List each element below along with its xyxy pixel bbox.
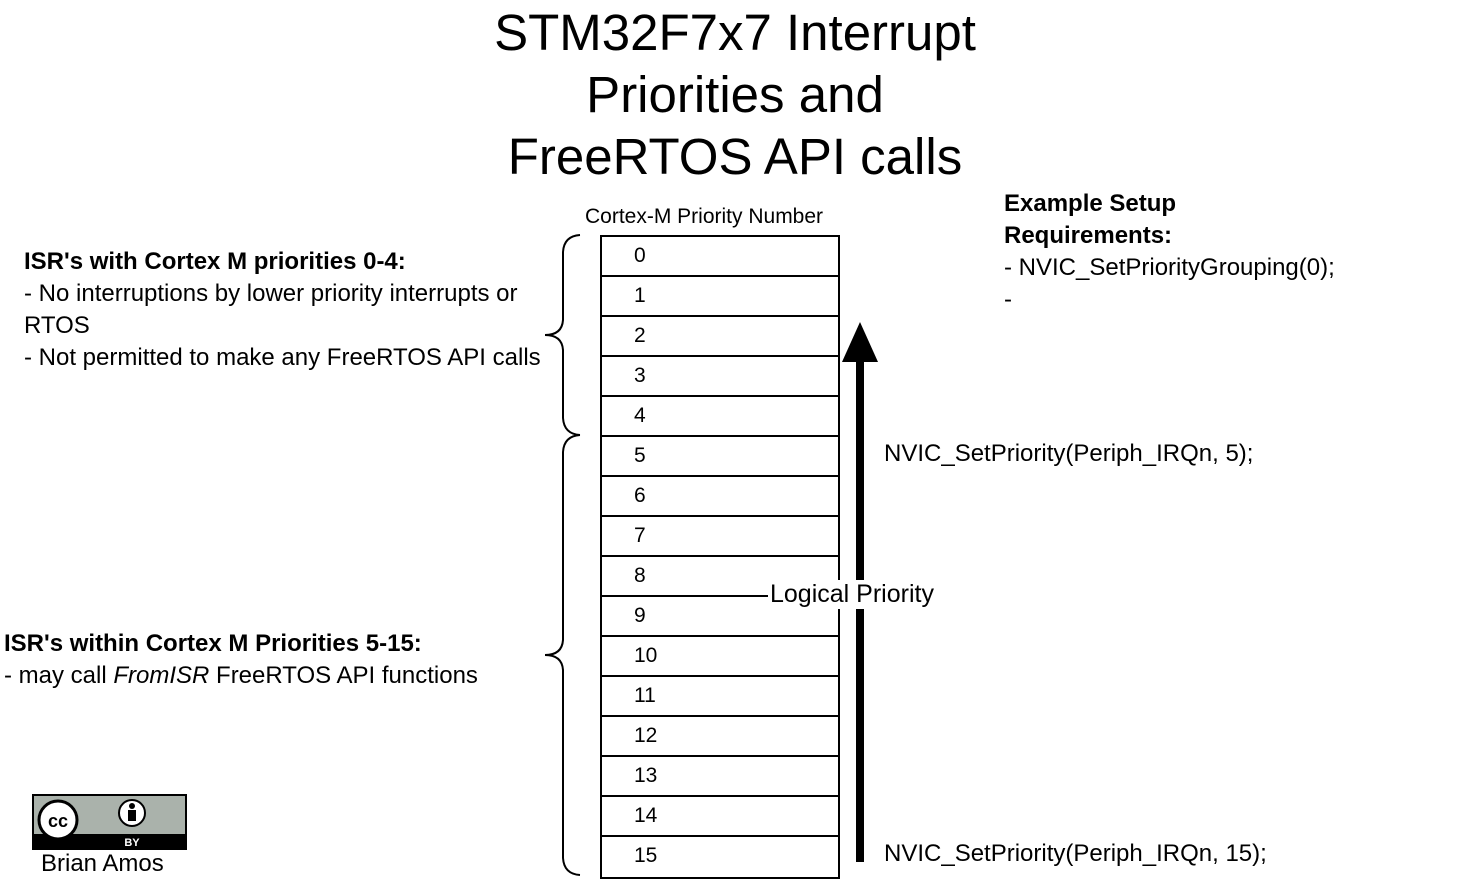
group-0-4-line-1: - No interruptions by lower priority int… — [24, 280, 518, 339]
priority-cell: 15 — [634, 844, 658, 867]
priority-cell: 5 — [602, 437, 838, 477]
priority-cell: 2 — [602, 317, 838, 357]
priority-cell: 1 — [602, 277, 838, 317]
title-line-3: FreeRTOS API calls — [507, 128, 963, 185]
set-priority-15-call: NVIC_SetPriority(Periph_IRQn, 15); — [884, 840, 1267, 867]
brace-priorities-0-4 — [544, 234, 581, 436]
svg-text:cc: cc — [48, 811, 68, 831]
priority-cell: 13 — [602, 757, 838, 797]
group-5-15-description: ISR's within Cortex M Priorities 5-15: -… — [4, 628, 524, 692]
title-line-1: STM32F7x7 Interrupt — [494, 4, 976, 61]
fromisr-term: FromISR — [113, 662, 210, 689]
priority-cell: 6 — [602, 477, 838, 517]
priority-cell: 12 — [602, 717, 838, 757]
author-name: Brian Amos — [41, 850, 164, 877]
priority-column-header: Cortex-M Priority Number — [585, 205, 824, 228]
priority-cell: 10 — [602, 637, 838, 677]
group-0-4-heading: ISR's with Cortex M priorities 0-4: — [24, 248, 406, 275]
priority-cell: 7 — [602, 517, 838, 557]
setup-item-1: - NVIC_SetPriorityGrouping(0); — [1004, 254, 1335, 281]
example-setup: Example Setup Requirements: - NVIC_SetPr… — [1004, 188, 1335, 316]
brace-priorities-5-15 — [544, 434, 581, 876]
logical-priority-label: Logical Priority — [768, 580, 936, 609]
setup-heading-1: Example Setup — [1004, 190, 1177, 217]
logical-priority-arrow-head — [842, 322, 878, 362]
group-5-15-heading: ISR's within Cortex M Priorities 5-15: — [4, 630, 422, 657]
group-5-15-suffix: FreeRTOS API functions — [209, 662, 478, 689]
title-line-2: Priorities and — [586, 66, 884, 123]
cc-by-badge: cc BY — [32, 794, 187, 850]
group-0-4-description: ISR's with Cortex M priorities 0-4: - No… — [24, 246, 544, 374]
priority-cell: 14 — [602, 797, 838, 837]
group-5-15-line-1: - may call FromISR FreeRTOS API function… — [4, 660, 524, 692]
priority-cell: 0 — [602, 237, 838, 277]
group-0-4-line-2: - Not permitted to make any FreeRTOS API… — [24, 344, 541, 371]
page-title: STM32F7x7 Interrupt Priorities and FreeR… — [430, 2, 1040, 188]
cc-logo-icon: cc BY — [34, 799, 185, 849]
cc-by-text: BY — [124, 837, 140, 848]
group-5-15-prefix: - may call — [4, 662, 114, 689]
priority-cell: 4 — [602, 397, 838, 437]
set-priority-5-call: NVIC_SetPriority(Periph_IRQn, 5); — [884, 440, 1254, 467]
setup-heading-2: Requirements: — [1004, 222, 1173, 249]
setup-item-2: - — [1004, 286, 1012, 313]
priority-cell: 3 — [602, 357, 838, 397]
priority-cell: 9 — [602, 597, 838, 637]
priority-cell: 11 — [602, 677, 838, 717]
